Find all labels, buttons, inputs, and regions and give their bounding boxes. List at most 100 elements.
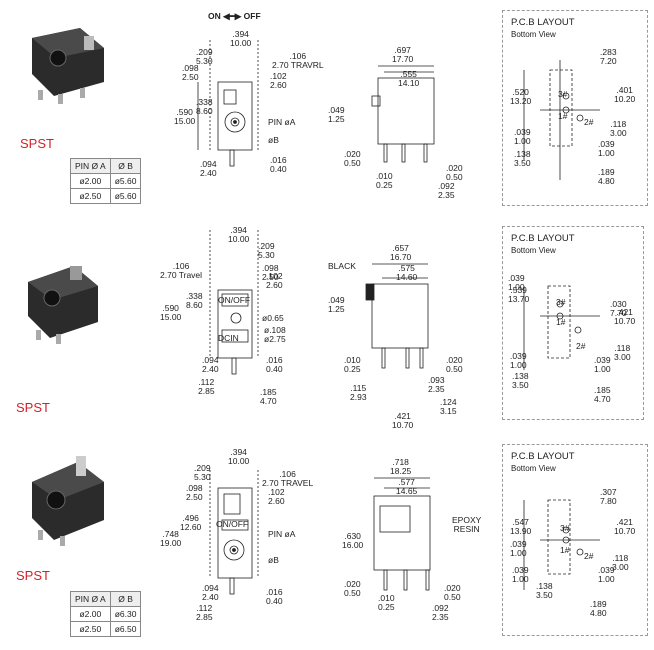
front-view-3	[217, 487, 253, 579]
pcb-pin-label: 2#	[576, 341, 586, 351]
pcb-title: P.C.B LAYOUT	[511, 451, 575, 462]
pcb-layout-2: P.C.B LAYOUT Bottom View	[502, 226, 644, 420]
pcb-pin-label: 3#	[556, 297, 566, 307]
front-dimension-label: øB	[268, 135, 279, 145]
pcb-subtitle: Bottom View	[511, 246, 556, 255]
pcb-pin-label: 1#	[560, 545, 570, 555]
pcb-title: P.C.B LAYOUT	[511, 233, 575, 244]
pcb-subtitle: Bottom View	[511, 464, 556, 473]
front-dimension-label: PIN øA	[268, 529, 296, 539]
spst-label-1: SPST	[20, 136, 54, 151]
product-photo-3	[32, 456, 104, 546]
front-dimension-label: øB	[268, 555, 279, 565]
front-dimension-label: PIN øA	[268, 117, 296, 127]
pcb-pin-label: 1#	[556, 317, 566, 327]
spst-label-2: SPST	[16, 400, 50, 415]
pcb-layout-3: P.C.B LAYOUT Bottom View	[502, 444, 648, 636]
pcb-layout-1: P.C.B LAYOUT Bottom View	[502, 10, 648, 206]
product-photo-2	[28, 266, 98, 344]
pcb-pin-label: 3#	[560, 523, 570, 533]
front-view-1	[217, 81, 253, 151]
side-view-3	[373, 495, 431, 571]
front-dimension-label: ON/OFF	[218, 295, 251, 305]
pcb-subtitle: Bottom View	[511, 30, 556, 39]
pcb-pin-label: 3#	[558, 89, 568, 99]
pcb-pin-label: 2#	[584, 551, 594, 561]
product-photo-1	[32, 28, 104, 104]
side-view-1	[377, 77, 435, 145]
spst-label-3: SPST	[16, 568, 50, 583]
front-dimension-label: DCIN	[218, 333, 239, 343]
front-dimension-label: ON/OFF	[216, 519, 249, 529]
front-dimension-label: ø0.65	[262, 313, 284, 323]
